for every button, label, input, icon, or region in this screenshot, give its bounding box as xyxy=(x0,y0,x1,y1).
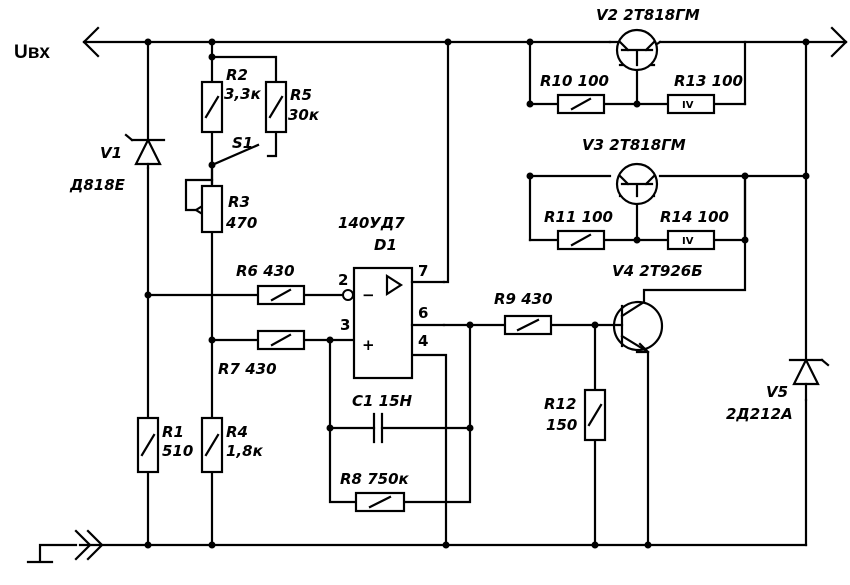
r1-ref: R1 xyxy=(162,423,184,441)
junction-dots xyxy=(144,38,810,549)
resistor-r14 xyxy=(666,229,716,251)
v5-value: 2Д212А xyxy=(726,405,793,423)
r2-ref: R2 xyxy=(226,66,248,84)
resistor-r6 xyxy=(256,284,306,306)
r3-ref: R3 xyxy=(228,193,250,211)
v2-label: V2 2Т818ГМ xyxy=(596,6,700,24)
r7-label: R7 430 xyxy=(218,360,277,378)
v5-ref: V5 xyxy=(766,383,788,401)
transistor-v4 xyxy=(612,300,664,352)
r12-value: 150 xyxy=(546,416,577,434)
input-voltage-label: Uвх xyxy=(14,42,50,63)
resistor-r7 xyxy=(256,329,306,351)
r3-value: 470 xyxy=(225,214,257,232)
r4-ref: R4 xyxy=(226,423,248,441)
transistor-v3 xyxy=(615,162,659,206)
d1-pin7: 7 xyxy=(418,262,428,280)
d1-ref: D1 xyxy=(374,236,397,254)
d1-pin6: 6 xyxy=(418,304,428,322)
r5-value: 30к xyxy=(288,106,320,124)
resistor-r4 xyxy=(200,416,224,474)
r10-label: R10 100 xyxy=(540,72,609,90)
resistor-r9 xyxy=(503,314,553,336)
capacitor-c1 xyxy=(372,412,384,444)
d1-part: 140УД7 xyxy=(338,214,405,232)
d1-plus: + xyxy=(362,336,375,354)
r1-value: 510 xyxy=(162,442,193,460)
s1-ref: S1 xyxy=(232,134,253,152)
d1-pin2: 2 xyxy=(338,271,348,289)
r11-label: R11 100 xyxy=(544,208,613,226)
transistor-v2 xyxy=(615,28,659,72)
r13-label: R13 100 xyxy=(674,72,743,90)
r14-label: R14 100 xyxy=(660,208,729,226)
r12-ref: R12 xyxy=(544,395,576,413)
zener-v1 xyxy=(124,133,166,170)
r8-label: R8 750к xyxy=(340,470,410,488)
r4-value: 1,8к xyxy=(226,442,264,460)
diode-v5 xyxy=(788,357,830,402)
r5-ref: R5 xyxy=(290,86,312,104)
d1-pin3: 3 xyxy=(340,316,350,334)
v3-label: V3 2Т818ГМ xyxy=(582,136,686,154)
resistor-r1 xyxy=(136,416,160,474)
resistor-r2 xyxy=(200,80,224,134)
resistor-r11 xyxy=(556,229,606,251)
v4-label: V4 2Т926Б xyxy=(612,262,703,280)
r9-label: R9 430 xyxy=(494,290,553,308)
r13-mark: IV xyxy=(682,100,694,111)
resistor-r5 xyxy=(264,80,288,134)
potentiometer-r3 xyxy=(200,184,224,234)
r2-value: 3,3к xyxy=(224,85,262,103)
v1-value: Д818Е xyxy=(69,176,126,194)
resistor-r8 xyxy=(354,491,406,513)
c1-label: C1 15Н xyxy=(352,392,413,410)
v1-ref: V1 xyxy=(100,144,122,162)
resistor-r13 xyxy=(666,93,716,115)
resistor-r10 xyxy=(556,93,606,115)
r14-mark: IV xyxy=(682,236,694,247)
r6-label: R6 430 xyxy=(236,262,295,280)
d1-minus: − xyxy=(362,286,375,304)
opamp-d1 xyxy=(342,266,446,380)
resistor-r12 xyxy=(583,388,607,442)
d1-pin4: 4 xyxy=(418,332,428,350)
